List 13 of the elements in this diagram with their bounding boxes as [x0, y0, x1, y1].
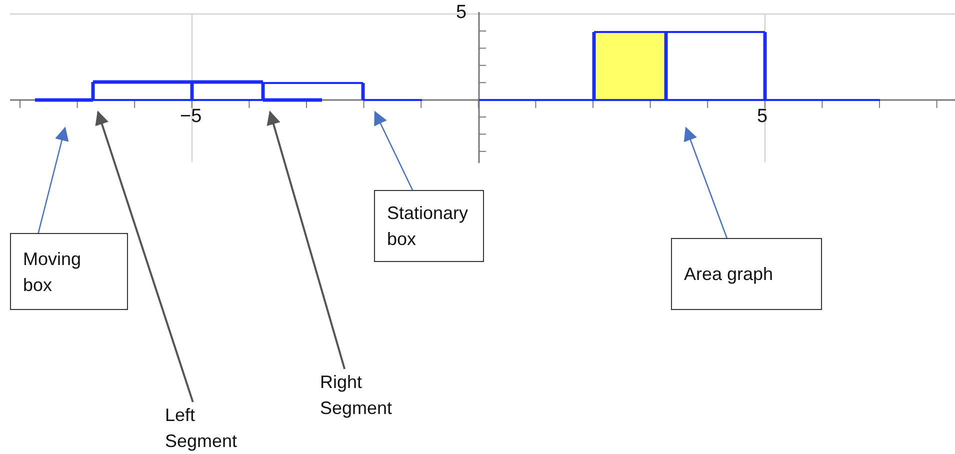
leader-arrow — [374, 110, 414, 190]
axis-tick-label: −5 — [180, 106, 202, 128]
callout-box: Area graph — [671, 238, 822, 310]
axis-tick-label: 5 — [456, 2, 467, 24]
callout-text: Right Segment — [320, 369, 402, 421]
leader-arrow — [95, 110, 194, 402]
callout-text: Left Segment — [165, 402, 247, 454]
axis-tick-label: 5 — [757, 106, 768, 128]
callout-box: Moving box — [10, 233, 128, 310]
callout-box: Stationary box — [374, 190, 484, 262]
leader-arrow — [266, 110, 346, 370]
leader-arrow — [684, 126, 728, 238]
leader-arrow — [38, 126, 69, 234]
